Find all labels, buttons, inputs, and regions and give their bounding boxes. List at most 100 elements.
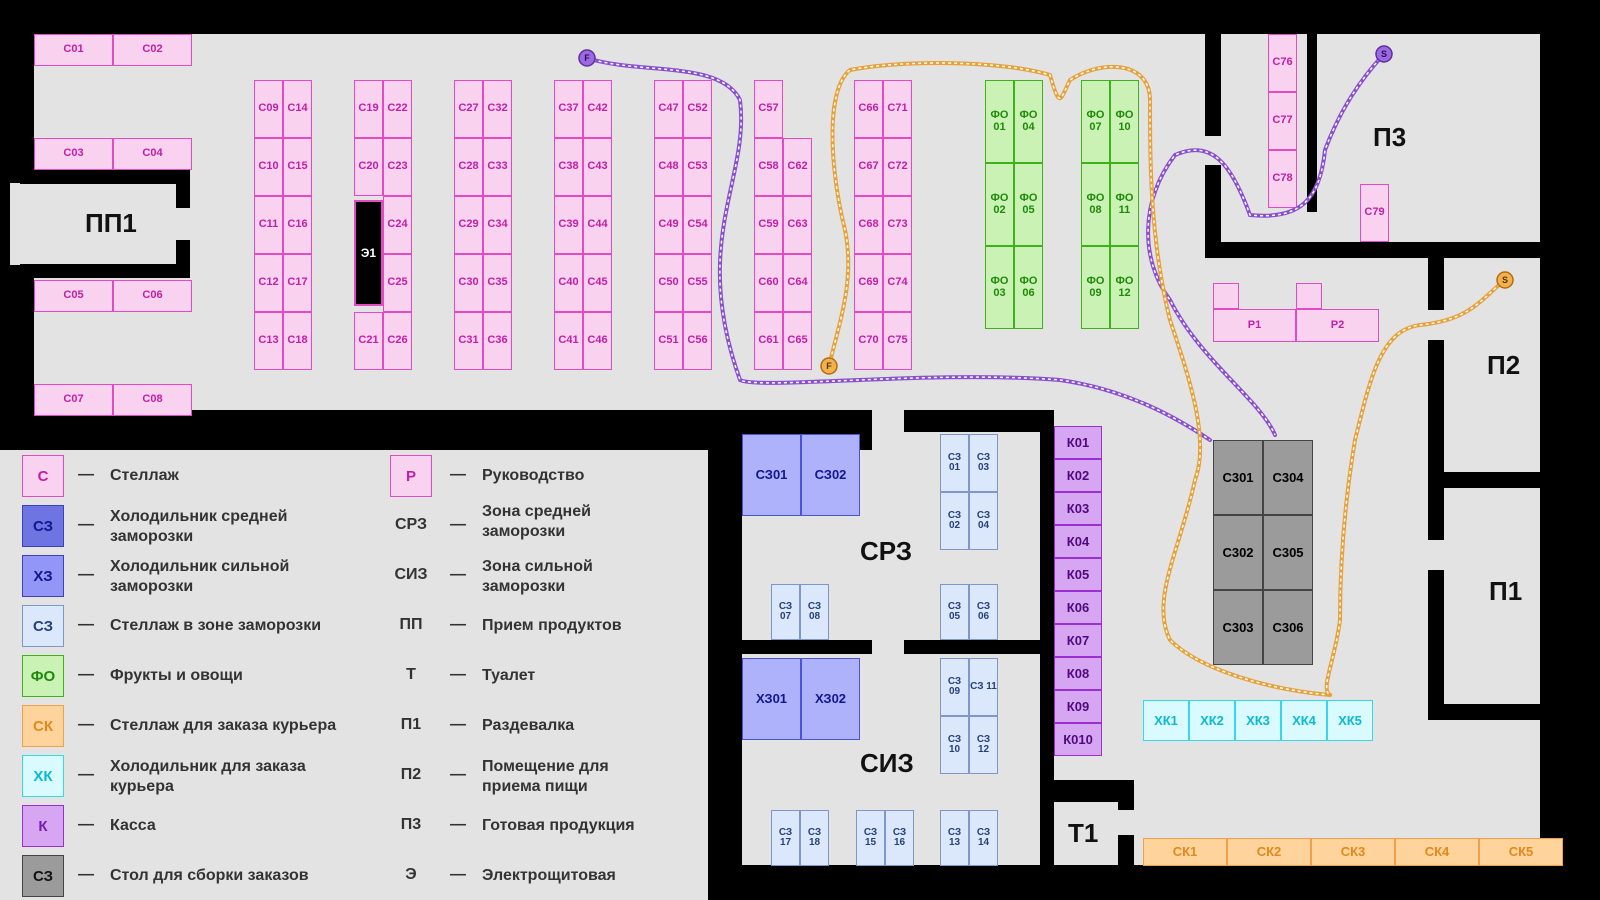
freezer-shelf-sz18[interactable]: СЗ 18	[800, 810, 829, 866]
shelf-c13[interactable]: С13	[254, 312, 283, 370]
shelf-c19[interactable]: С19	[354, 80, 383, 138]
cashier-k03[interactable]: К03	[1054, 492, 1102, 525]
shelf-c09[interactable]: С09	[254, 80, 283, 138]
shelf-c39[interactable]: С39	[554, 196, 583, 254]
shelf-c05[interactable]: С05	[34, 280, 113, 312]
cashier-k05[interactable]: К05	[1054, 558, 1102, 591]
freezer-shelf-sz11[interactable]: СЗ 11	[969, 658, 998, 716]
shelf-c67[interactable]: С67	[854, 138, 883, 196]
freezer-shelf-sz10[interactable]: СЗ 10	[940, 716, 969, 774]
shelf-c60[interactable]: С60	[754, 254, 783, 312]
shelf-c49[interactable]: С49	[654, 196, 683, 254]
courier-shelf-sk2[interactable]: СК2	[1227, 838, 1311, 866]
fruit-fo07[interactable]: ФО 07	[1081, 80, 1110, 163]
courier-fridge-hk1[interactable]: ХК1	[1143, 700, 1189, 741]
shelf-c78[interactable]: С78	[1268, 150, 1297, 208]
courier-fridge-hk2[interactable]: ХК2	[1189, 700, 1235, 741]
fridge-strong-hz302[interactable]: ХЗ02	[801, 658, 860, 740]
shelf-c45[interactable]: С45	[583, 254, 612, 312]
fridge-strong-hz301[interactable]: ХЗ01	[742, 658, 801, 740]
shelf-c35[interactable]: С35	[483, 254, 512, 312]
fruit-fo02[interactable]: ФО 02	[985, 163, 1014, 246]
shelf-c04[interactable]: С04	[113, 138, 192, 170]
courier-shelf-sk4[interactable]: СК4	[1395, 838, 1479, 866]
shelf-c12[interactable]: С12	[254, 254, 283, 312]
shelf-c71[interactable]: С71	[883, 80, 912, 138]
freezer-shelf-sz13[interactable]: СЗ 13	[940, 810, 969, 866]
fridge-medium-sz301[interactable]: СЗ01	[742, 434, 801, 516]
freezer-shelf-sz12[interactable]: СЗ 12	[969, 716, 998, 774]
shelf-c66[interactable]: С66	[854, 80, 883, 138]
shelf-c51[interactable]: С51	[654, 312, 683, 370]
shelf-c34[interactable]: С34	[483, 196, 512, 254]
management-p2[interactable]: Р2	[1296, 309, 1379, 342]
shelf-c73[interactable]: С73	[883, 196, 912, 254]
shelf-c01[interactable]: С01	[34, 34, 113, 66]
electrical-panel-e1[interactable]: Э1	[354, 200, 383, 306]
shelf-c56[interactable]: С56	[683, 312, 712, 370]
shelf-c37[interactable]: С37	[554, 80, 583, 138]
freezer-shelf-sz15[interactable]: СЗ 15	[856, 810, 885, 866]
route-start-marker-purple[interactable]: S	[1375, 45, 1393, 63]
shelf-c44[interactable]: С44	[583, 196, 612, 254]
shelf-c02[interactable]: С02	[113, 34, 192, 66]
fruit-fo05[interactable]: ФО 05	[1014, 163, 1043, 246]
shelf-c70[interactable]: С70	[854, 312, 883, 370]
fruit-fo10[interactable]: ФО 10	[1110, 80, 1139, 163]
freezer-shelf-sz14[interactable]: СЗ 14	[969, 810, 998, 866]
shelf-c10[interactable]: С10	[254, 138, 283, 196]
courier-fridge-hk5[interactable]: ХК5	[1327, 700, 1373, 741]
shelf-c47[interactable]: С47	[654, 80, 683, 138]
courier-shelf-sk1[interactable]: СК1	[1143, 838, 1227, 866]
shelf-c29[interactable]: С29	[454, 196, 483, 254]
shelf-c52[interactable]: С52	[683, 80, 712, 138]
shelf-c41[interactable]: С41	[554, 312, 583, 370]
shelf-c46[interactable]: С46	[583, 312, 612, 370]
freezer-shelf-sz09[interactable]: СЗ 09	[940, 658, 969, 716]
shelf-c55[interactable]: С55	[683, 254, 712, 312]
shelf-c33[interactable]: С33	[483, 138, 512, 196]
shelf-c62[interactable]: С62	[783, 138, 812, 196]
shelf-c59[interactable]: С59	[754, 196, 783, 254]
shelf-c15[interactable]: С15	[283, 138, 312, 196]
cashier-k010[interactable]: К010	[1054, 723, 1102, 756]
shelf-c06[interactable]: С06	[113, 280, 192, 312]
shelf-c31[interactable]: С31	[454, 312, 483, 370]
shelf-c22[interactable]: С22	[383, 80, 412, 138]
shelf-c07[interactable]: С07	[34, 384, 113, 416]
shelf-c61[interactable]: С61	[754, 312, 783, 370]
shelf-c42[interactable]: С42	[583, 80, 612, 138]
assembly-table-st301[interactable]: С301	[1213, 440, 1263, 515]
freezer-shelf-sz01[interactable]: СЗ 01	[940, 434, 969, 492]
cashier-k06[interactable]: К06	[1054, 591, 1102, 624]
shelf-c69[interactable]: С69	[854, 254, 883, 312]
freezer-shelf-sz07[interactable]: СЗ 07	[771, 584, 800, 640]
fruit-fo12[interactable]: ФО 12	[1110, 246, 1139, 329]
shelf-c08[interactable]: С08	[113, 384, 192, 416]
shelf-c77[interactable]: С77	[1268, 92, 1297, 150]
shelf-c11[interactable]: С11	[254, 196, 283, 254]
assembly-table-st306[interactable]: С306	[1263, 590, 1313, 665]
freezer-shelf-sz08[interactable]: СЗ 08	[800, 584, 829, 640]
cashier-k02[interactable]: К02	[1054, 459, 1102, 492]
fruit-fo09[interactable]: ФО 09	[1081, 246, 1110, 329]
route-finish-marker-purple[interactable]: F	[578, 49, 596, 67]
courier-fridge-hk3[interactable]: ХК3	[1235, 700, 1281, 741]
assembly-table-st302[interactable]: С302	[1213, 515, 1263, 590]
shelf-c43[interactable]: С43	[583, 138, 612, 196]
fruit-fo01[interactable]: ФО 01	[985, 80, 1014, 163]
fruit-fo08[interactable]: ФО 08	[1081, 163, 1110, 246]
freezer-shelf-sz04[interactable]: СЗ 04	[969, 492, 998, 550]
shelf-c17[interactable]: С17	[283, 254, 312, 312]
shelf-c24[interactable]: С24	[383, 196, 412, 254]
cashier-k04[interactable]: К04	[1054, 525, 1102, 558]
freezer-shelf-sz05[interactable]: СЗ 05	[940, 584, 969, 640]
shelf-c28[interactable]: С28	[454, 138, 483, 196]
shelf-c57[interactable]: С57	[754, 80, 783, 138]
cashier-k09[interactable]: К09	[1054, 690, 1102, 723]
fruit-fo04[interactable]: ФО 04	[1014, 80, 1043, 163]
freezer-shelf-sz16[interactable]: СЗ 16	[885, 810, 914, 866]
shelf-c36[interactable]: С36	[483, 312, 512, 370]
shelf-c76[interactable]: С76	[1268, 34, 1297, 92]
shelf-c16[interactable]: С16	[283, 196, 312, 254]
